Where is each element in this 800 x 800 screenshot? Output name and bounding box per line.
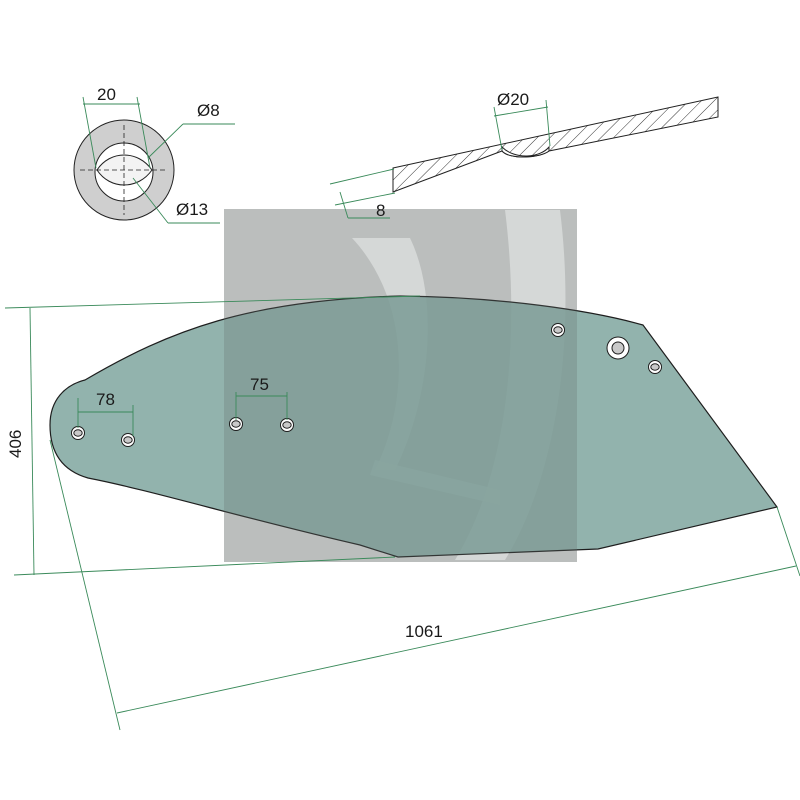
bolt-hole — [121, 433, 135, 447]
dim-hole-spacing-middle: 75 — [250, 375, 269, 394]
dim-bolt-outer-diameter: Ø13 — [176, 200, 208, 219]
bolt-hole — [71, 426, 85, 440]
section-view — [329, 96, 719, 219]
dimension-lines — [4, 295, 800, 731]
bolt-hole — [280, 418, 294, 432]
dim-bolt-head-width: 20 — [97, 85, 116, 104]
section-profile — [392, 96, 719, 193]
watermark-overlay — [224, 209, 577, 562]
ploughshare-blade — [49, 295, 779, 558]
bolt-hole — [648, 360, 662, 374]
bolt-hole — [551, 323, 565, 337]
dim-bolt-inner-diameter: Ø8 — [197, 101, 220, 120]
dim-height: 406 — [6, 430, 25, 458]
section-countersink — [501, 145, 550, 158]
dim-section-thickness: 8 — [376, 201, 385, 220]
dim-countersink-diameter: Ø20 — [497, 90, 529, 109]
bolt-head-detail — [73, 96, 235, 224]
dim-length: 1061 — [405, 622, 443, 641]
large-mounting-hole — [606, 336, 630, 360]
dim-hole-spacing-left: 78 — [96, 390, 115, 409]
